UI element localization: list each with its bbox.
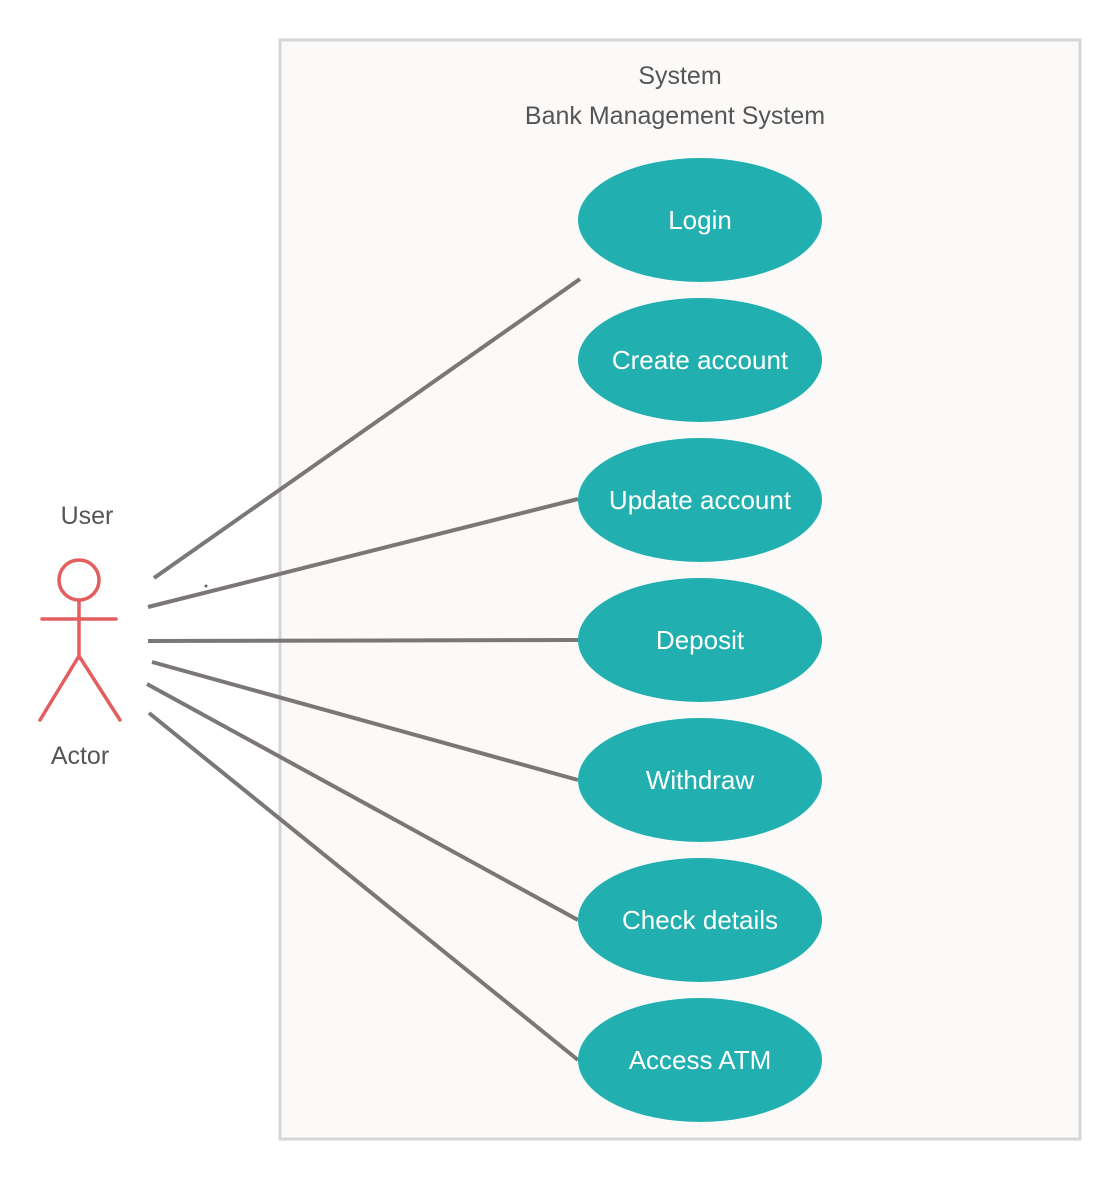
association-line-update-account[interactable] bbox=[147, 497, 579, 609]
associations bbox=[146, 277, 582, 1062]
actor-right-leg bbox=[77, 654, 122, 722]
association-line-access-atm[interactable] bbox=[147, 711, 580, 1062]
system-stereotype-label: System bbox=[638, 62, 722, 90]
use-case-login[interactable] bbox=[578, 158, 822, 282]
actor-head bbox=[57, 558, 101, 602]
use-case-access-atm[interactable] bbox=[578, 998, 822, 1122]
actor-left-leg bbox=[38, 654, 81, 722]
association-line-check-details[interactable] bbox=[146, 682, 579, 922]
use-case-create-account[interactable] bbox=[578, 298, 822, 422]
use-case-check-details[interactable] bbox=[578, 858, 822, 982]
association-line-deposit[interactable] bbox=[147, 638, 579, 643]
association-line-withdraw[interactable] bbox=[151, 660, 579, 782]
use-cases bbox=[578, 158, 822, 1122]
system-name-label: Bank Management System bbox=[524, 102, 826, 130]
actor-name-label: User bbox=[60, 502, 114, 530]
stray-dot bbox=[204, 584, 208, 588]
use-case-deposit[interactable] bbox=[578, 578, 822, 702]
actor-stick-figure[interactable] bbox=[38, 558, 122, 722]
use-case-update-account[interactable] bbox=[578, 438, 822, 562]
association-line-login[interactable] bbox=[152, 277, 582, 580]
actor-type-label: Actor bbox=[50, 742, 110, 770]
use-case-withdraw[interactable] bbox=[578, 718, 822, 842]
